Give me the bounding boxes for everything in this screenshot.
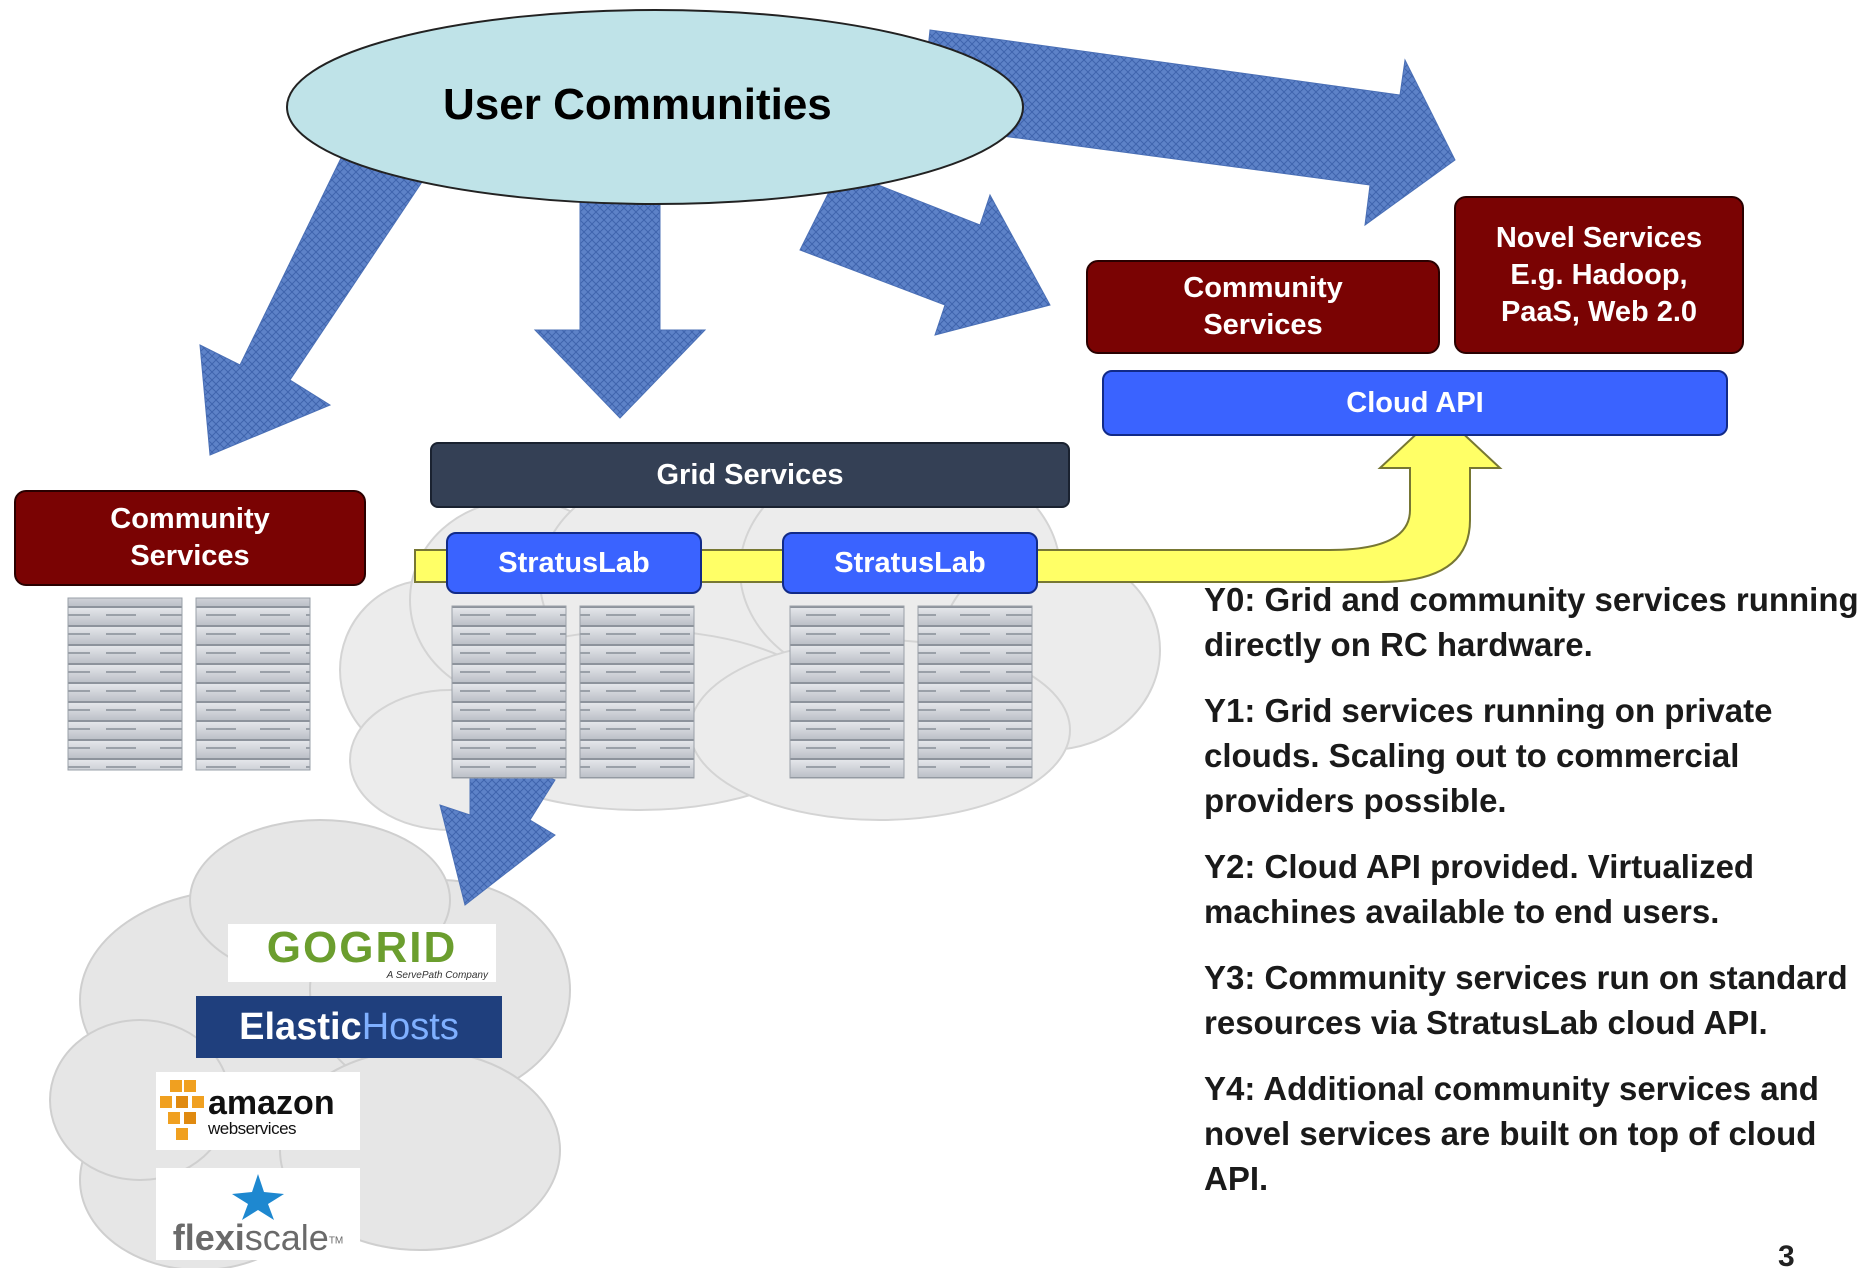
rack-left-1 [67, 597, 183, 771]
stratuslab-2: StratusLab [782, 532, 1038, 594]
rack-left-2 [195, 597, 311, 771]
novel-services: Novel Services E.g. Hadoop, PaaS, Web 2.… [1454, 196, 1744, 354]
grid-services: Grid Services [430, 442, 1070, 508]
roadmap-notes: Y0: Grid and community services running … [1204, 577, 1864, 1222]
flexiscale-wordmark-b: scale [244, 1217, 329, 1258]
rack-right-2 [917, 605, 1033, 779]
note-y1: Y1: Grid services running on private clo… [1204, 692, 1773, 819]
rack-mid-2 [579, 605, 695, 779]
gogrid-tagline: A ServePath Company [386, 969, 488, 981]
community-services-left: Community Services [14, 490, 366, 586]
note-y4: Y4: Additional community services and no… [1204, 1070, 1819, 1197]
amazon-webservices-logo: amazon webservices [156, 1072, 360, 1150]
amazon-wordmark: amazon [208, 1083, 335, 1122]
rack-mid-1 [451, 605, 567, 779]
rack-right-1 [789, 605, 905, 779]
elastichosts-wordmark-b: Hosts [361, 1005, 459, 1048]
user-communities-label: User Communities [443, 80, 832, 129]
flexiscale-wordmark-a: flexi [172, 1217, 245, 1258]
note-y2: Y2: Cloud API provided. Virtualized mach… [1204, 848, 1755, 930]
arrows [199, 29, 1456, 906]
flexiscale-tm: TM [328, 1235, 344, 1247]
elastichosts-wordmark-a: Elastic [239, 1005, 362, 1048]
flexiscale-logo: flexiscaleTM [156, 1168, 360, 1260]
server-racks [67, 597, 1033, 779]
arrow-to-community-right [799, 169, 1051, 336]
arrow-to-commercial [439, 744, 556, 906]
stratuslab-1: StratusLab [446, 532, 702, 594]
note-y3: Y3: Community services run on standard r… [1204, 959, 1848, 1041]
page-number: 3 [1778, 1240, 1795, 1273]
arrow-to-community-left [199, 149, 431, 456]
webservices-wordmark: webservices [208, 1118, 297, 1138]
cloud-api: Cloud API [1102, 370, 1728, 436]
community-services-right: Community Services [1086, 260, 1440, 354]
flexiscale-star-icon [232, 1174, 284, 1220]
gogrid-wordmark: GOGRID [266, 922, 458, 972]
note-y0: Y0: Grid and community services running … [1204, 581, 1859, 663]
gogrid-logo: GOGRID A ServePath Company [228, 924, 496, 982]
aws-cubes-icon [160, 1080, 204, 1140]
user-communities-ellipse [286, 9, 1024, 205]
elastichosts-logo: Elastic Hosts [196, 996, 502, 1058]
